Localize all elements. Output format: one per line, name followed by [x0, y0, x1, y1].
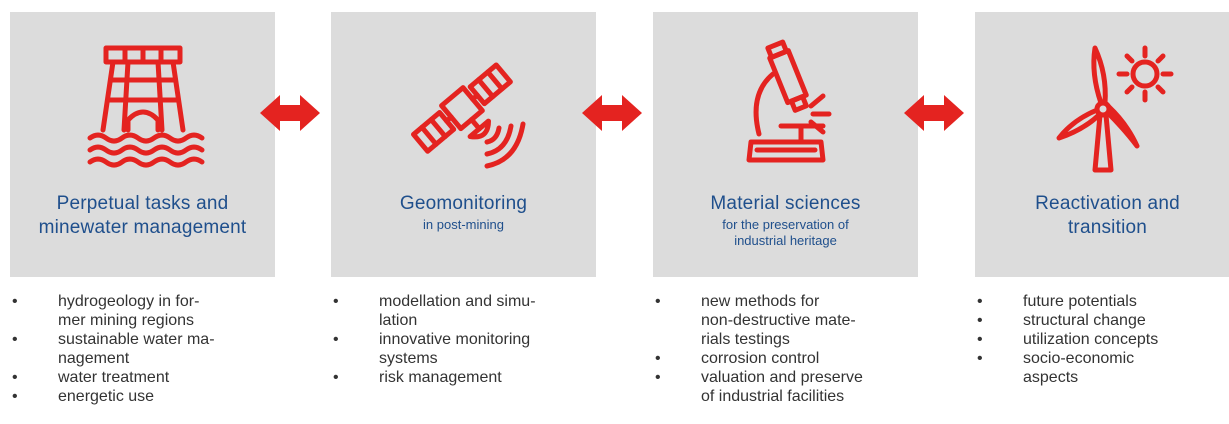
bullet-dot: •: [333, 293, 339, 310]
bullet-dot: •: [977, 331, 983, 348]
bullet-dot: •: [333, 369, 339, 386]
list-item: • future potentials: [975, 292, 1229, 311]
bullet-dot: •: [12, 388, 18, 405]
list-item: • energetic use: [10, 387, 275, 406]
bullet-list-geomonitoring: • modellation and simu- lation • innovativ…: [331, 292, 596, 387]
list-item-text: structural change: [1023, 312, 1146, 329]
list-item-text: water treatment: [58, 369, 170, 386]
card-title-main: Reactivation and transition: [1035, 193, 1180, 238]
list-item-text: sustainable water ma- nagement: [58, 331, 215, 367]
card-title-sub: for the preservation of industrial herit…: [722, 217, 849, 248]
bullet-dot: •: [655, 369, 661, 386]
list-item-text: future potentials: [1023, 293, 1137, 310]
bullet-list-perpetual-tasks: • hydrogeology in for- mer mining regions…: [10, 292, 275, 406]
list-item: • modellation and simu- lation: [331, 292, 596, 330]
list-item: • water treatment: [10, 368, 275, 387]
card-title: Perpetual tasks and minewater management: [10, 192, 275, 241]
card-title: Material sciences for the preservation o…: [653, 192, 918, 249]
bullet-dot: •: [655, 293, 661, 310]
microscope-icon: [653, 34, 918, 184]
list-item: • sustainable water ma- nagement: [10, 330, 275, 368]
card-perpetual-tasks: Perpetual tasks and minewater management: [10, 12, 275, 277]
list-item: • risk management: [331, 368, 596, 387]
list-item: • innovative monitoring systems: [331, 330, 596, 368]
bullet-dot: •: [12, 369, 18, 386]
double-arrow-icon: [582, 95, 642, 131]
list-item-text: utilization concepts: [1023, 331, 1159, 348]
list-item-text: risk management: [379, 369, 502, 386]
list-item: • new methods for non-destructive mate- r…: [653, 292, 918, 349]
bullet-dot: •: [333, 331, 339, 348]
list-item-text: modellation and simu- lation: [379, 293, 536, 329]
list-item: • utilization concepts: [975, 330, 1229, 349]
list-item: • hydrogeology in for- mer mining regions: [10, 292, 275, 330]
card-material-sciences: Material sciences for the preservation o…: [653, 12, 918, 277]
list-item-text: valuation and preserve of industrial fac…: [701, 369, 863, 405]
bullet-dot: •: [12, 331, 18, 348]
headframe-water-icon: [10, 34, 275, 184]
list-item: • corrosion control: [653, 349, 918, 368]
bullet-list-material-sciences: • new methods for non-destructive mate- r…: [653, 292, 918, 406]
list-item: • valuation and preserve of industrial fa…: [653, 368, 918, 406]
bullet-dot: •: [977, 350, 983, 367]
bullet-list-reactivation: • future potentials • structural change • u…: [975, 292, 1229, 387]
card-title: Geomonitoring in post-mining: [331, 192, 596, 233]
bullet-dot: •: [655, 350, 661, 367]
list-item-text: energetic use: [58, 388, 155, 405]
bullet-dot: •: [12, 293, 18, 310]
double-arrow-icon: [260, 95, 320, 131]
card-reactivation: Reactivation and transition: [975, 12, 1229, 277]
card-title-sub: in post-mining: [423, 217, 504, 232]
list-item: • structural change: [975, 311, 1229, 330]
satellite-icon: [331, 34, 596, 184]
list-item: • socio-economic aspects: [975, 349, 1229, 387]
bullet-dot: •: [977, 312, 983, 329]
list-item-text: new methods for non-destructive mate- ri…: [701, 293, 856, 348]
list-item-text: socio-economic aspects: [1023, 350, 1135, 386]
card-title: Reactivation and transition: [975, 192, 1229, 241]
list-item-text: innovative monitoring systems: [379, 331, 531, 367]
wind-turbine-sun-icon: [975, 34, 1229, 184]
list-item-text: corrosion control: [701, 350, 820, 367]
card-title-main: Geomonitoring: [399, 193, 528, 214]
card-title-main: Material sciences: [710, 193, 861, 214]
bullet-dot: •: [977, 293, 983, 310]
card-geomonitoring: Geomonitoring in post-mining: [331, 12, 596, 277]
list-item-text: hydrogeology in for- mer mining regions: [58, 293, 200, 329]
card-title-main: Perpetual tasks and minewater management: [38, 193, 247, 238]
double-arrow-icon: [904, 95, 964, 131]
